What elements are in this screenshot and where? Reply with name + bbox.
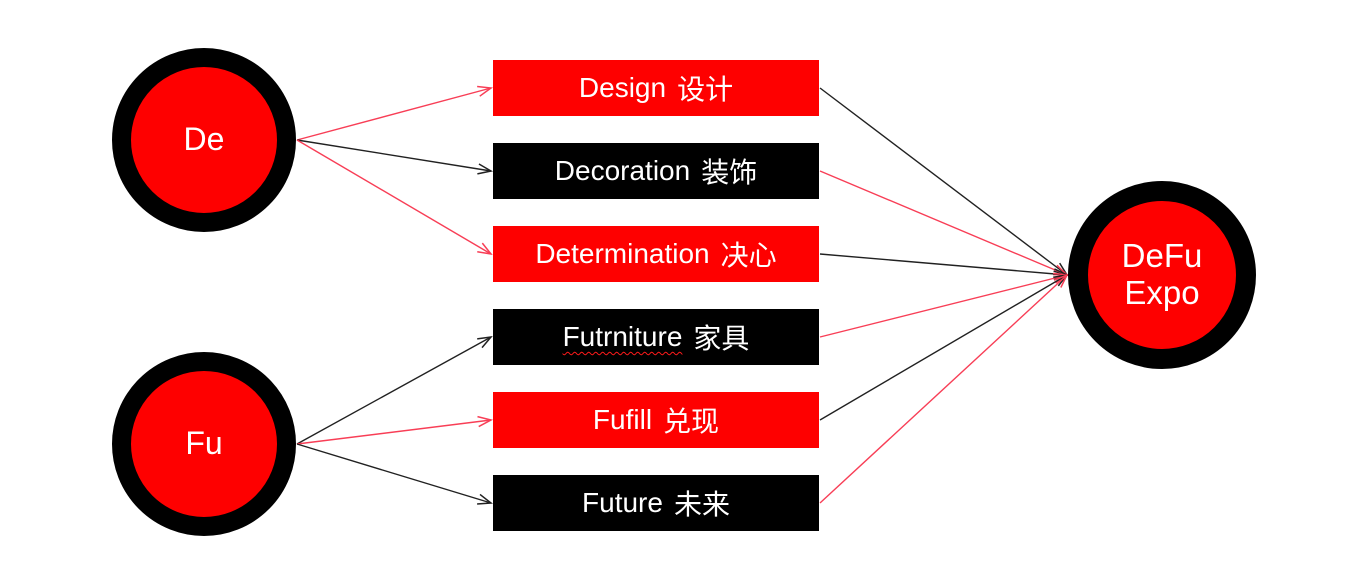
connector-box-3-to-expo [819, 275, 1067, 338]
connector-de-to-box-0 [296, 88, 491, 141]
connector-de-to-box-2 [296, 139, 491, 254]
box-determination: Determination 决心 [493, 226, 819, 282]
node-expo-label-line1: DeFu [1121, 237, 1203, 275]
box-furniture-label-zh: 家具 [693, 323, 750, 354]
box-determination-label-en: Determination [535, 238, 710, 269]
box-design: Design 设计 [493, 60, 819, 116]
connector-box-2-to-expo [819, 253, 1067, 275]
box-furniture-label-en: Futrniture [562, 321, 683, 352]
connector-box-1-to-expo [819, 170, 1067, 275]
connector-box-4-to-expo [819, 275, 1067, 421]
connector-box-5-to-expo [819, 275, 1067, 504]
box-determination-label-zh: 决心 [720, 240, 777, 271]
box-decoration-label-en: Decoration [554, 155, 691, 186]
box-future-label-en: Future [582, 487, 663, 518]
box-decoration: Decoration 装饰 [493, 143, 819, 199]
node-defu-expo-circle: DeFu Expo [1068, 181, 1256, 369]
connector-de-to-box-1 [296, 139, 491, 171]
node-de-circle: De [112, 48, 296, 232]
connector-box-0-to-expo [819, 87, 1067, 275]
node-expo-label-line2: Expo [1124, 274, 1200, 311]
box-decoration-label-zh: 装饰 [701, 157, 758, 188]
box-furniture: Futrniture 家具 [493, 309, 819, 365]
connector-fu-to-box-3 [296, 337, 491, 445]
box-design-label-zh: 设计 [677, 74, 734, 105]
node-de-label: De [183, 121, 225, 158]
box-future-label-zh: 未来 [673, 489, 730, 520]
connector-fu-to-box-4 [296, 420, 491, 445]
box-future: Future 未来 [493, 475, 819, 531]
box-fulfill-label-en: Fufill [592, 404, 653, 435]
box-design-label-en: Design [578, 72, 667, 103]
node-fu-label: Fu [185, 425, 223, 462]
node-fu-circle: Fu [112, 352, 296, 536]
connector-fu-to-box-5 [296, 443, 491, 503]
box-fulfill-label-zh: 兑现 [663, 406, 720, 437]
box-fulfill: Fufill 兑现 [493, 392, 819, 448]
